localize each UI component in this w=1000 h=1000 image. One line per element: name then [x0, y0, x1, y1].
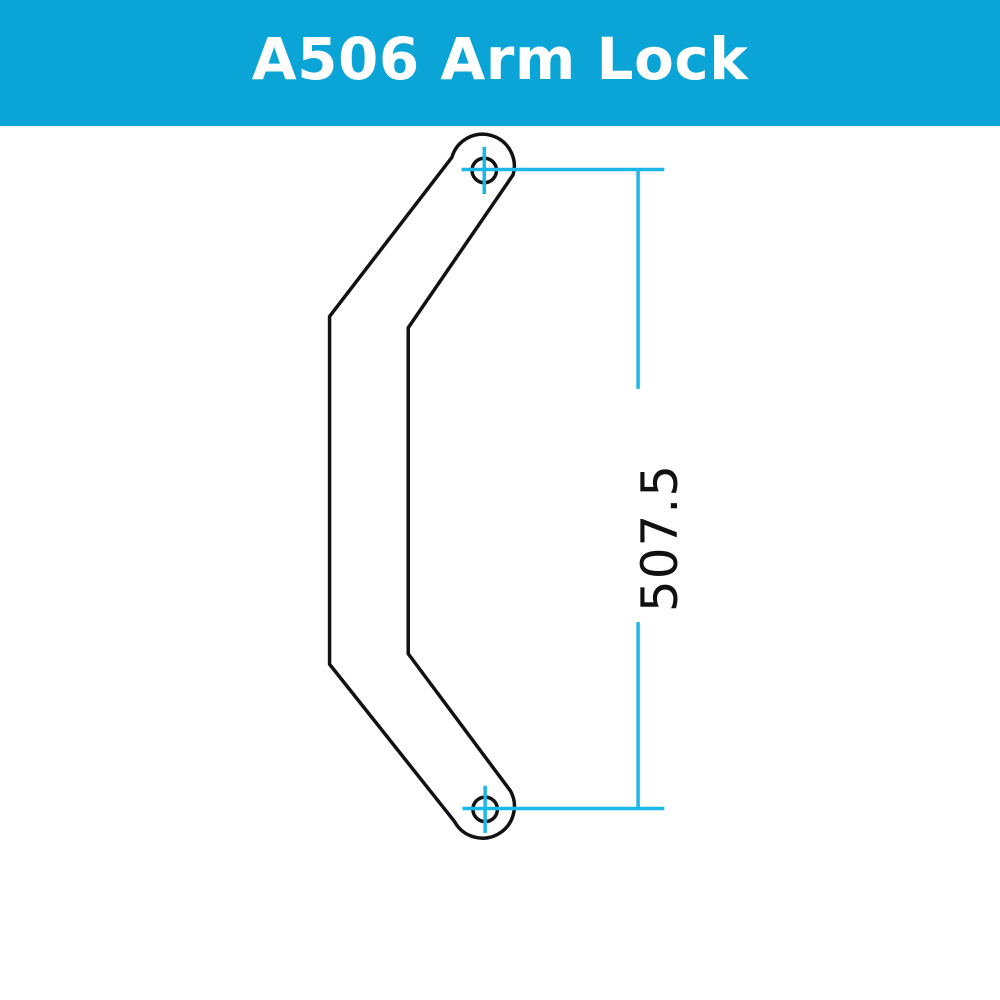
technical-drawing — [327, 132, 665, 840]
dimension-label: 507.5 — [631, 453, 689, 623]
page-title: A506 Arm Lock — [251, 25, 749, 93]
title-banner: A506 Arm Lock — [0, 0, 1000, 126]
arm-outline — [327, 132, 517, 840]
